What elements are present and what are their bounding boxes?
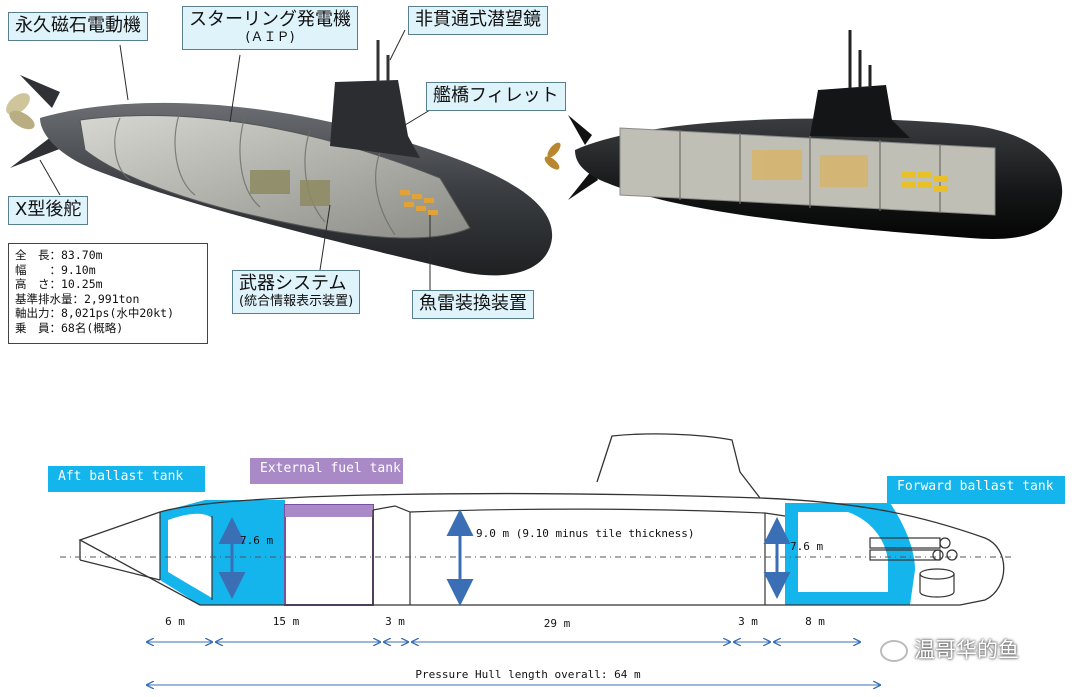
propeller-render-icon [544,142,561,170]
propeller-icon [6,93,35,130]
external-fuel-tank-label: External fuel tank [250,458,403,484]
spec-beam: 幅 ：9.10m [15,262,96,277]
cutaway-illustration-render [544,30,1063,239]
segment-arrows [147,642,880,685]
segment-fuel-length: 15 m [273,615,300,628]
watermark-text: 温哥华的鱼 [914,638,1019,662]
aft-height-label: 7.6 m [240,534,273,547]
cutaway-illustration-jp [6,29,553,290]
callout-fillet: 艦橋フィレット [426,82,566,111]
spec-length: 全 長：83.70m [15,248,103,262]
sail-outline [596,433,761,499]
mid-height-label: 9.0 m (9.10 minus tile thickness) [476,527,695,540]
forward-ballast-tank-label: Forward ballast tank [887,476,1065,504]
segment-main-length: 29 m [544,617,571,630]
segment-aft-length: 6 m [165,615,185,628]
callout-periscope: 非貫通式潜望鏡 [408,6,548,35]
sonar-tank-icon [919,568,955,598]
pressure-hull-schematic: 7.6 m 9.0 m (9.10 minus tile thickness) … [60,433,1015,697]
callout-stirling-sub: (ＡＩＰ) [245,29,295,45]
callout-motor: 永久磁石電動機 [8,12,148,41]
hull-render-interior [619,127,996,216]
fwd-height-label: 7.6 m [790,540,823,553]
overall-length-label: Pressure Hull length overall: 64 m [415,668,641,681]
external-fuel-tank-shape [284,504,374,606]
watermark: 温哥华的鱼 [880,634,1019,664]
callout-weapons: 武器システム (統合情報表示装置) [232,270,361,314]
callout-torpedo: 魚雷装換装置 [412,290,534,319]
sail-render [810,85,910,138]
segment-frame2-length: 3 m [738,615,758,628]
callout-stirling: スターリング発電機 (ＡＩＰ) [182,6,358,50]
outer-hull-outline [78,492,1005,606]
segment-fwd-length: 8 m [805,615,825,628]
callout-weapons-text: 武器システム [239,273,347,294]
spec-power: 軸出力：8,021ps(水中20kt) [15,306,175,321]
aft-ballast-tank-label: Aft ballast tank [48,466,205,492]
spec-displacement: 基準排水量：2,991ton [15,291,140,306]
callout-stirling-text: スターリング発電機 [189,9,351,30]
wechat-icon [880,640,908,662]
x-rudder-icon [20,75,60,108]
spec-height: 高 さ：10.25m [15,277,103,292]
callout-rudder: X型後舵 [8,196,89,225]
torpedo-tubes-icon [869,537,958,561]
spec-crew: 乗 員：68名(概略) [15,320,124,335]
sail-jp [330,80,420,158]
spec-box: 全 長：83.70m 幅 ：9.10m 高 さ：10.25m 基準排水量：2,9… [8,243,208,344]
callout-weapons-sub: (統合情報表示装置) [239,293,354,309]
segment-frame1-length: 3 m [385,615,405,628]
